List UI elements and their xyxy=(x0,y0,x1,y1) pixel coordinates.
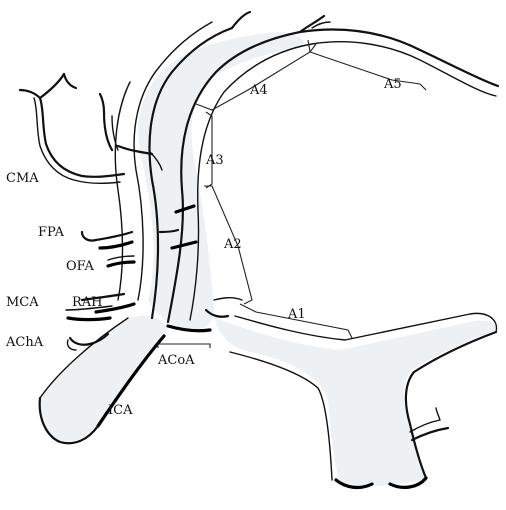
label-a1: A1 xyxy=(287,307,306,322)
ipsilateral-aca-trunk xyxy=(138,32,304,330)
right-a1-trunk xyxy=(215,318,496,486)
label-rah: RAH xyxy=(72,295,103,310)
label-ofa: OFA xyxy=(66,259,95,274)
label-a3: A3 xyxy=(205,153,224,168)
label-mca: MCA xyxy=(6,295,39,310)
acoa-bracket xyxy=(158,344,210,348)
label-ica: ICA xyxy=(108,403,133,418)
label-a5: A5 xyxy=(383,77,402,92)
label-acha: AChA xyxy=(5,335,44,350)
label-acoa: ACoA xyxy=(157,353,195,368)
label-a2: A2 xyxy=(223,237,242,252)
label-fpa: FPA xyxy=(38,225,65,240)
a5-bracket xyxy=(308,40,426,90)
a3-bracket xyxy=(206,112,212,188)
label-cma: CMA xyxy=(6,171,39,186)
label-a4: A4 xyxy=(249,83,268,98)
internal-carotid-artery xyxy=(40,316,168,444)
contralateral-vessels xyxy=(215,313,496,487)
